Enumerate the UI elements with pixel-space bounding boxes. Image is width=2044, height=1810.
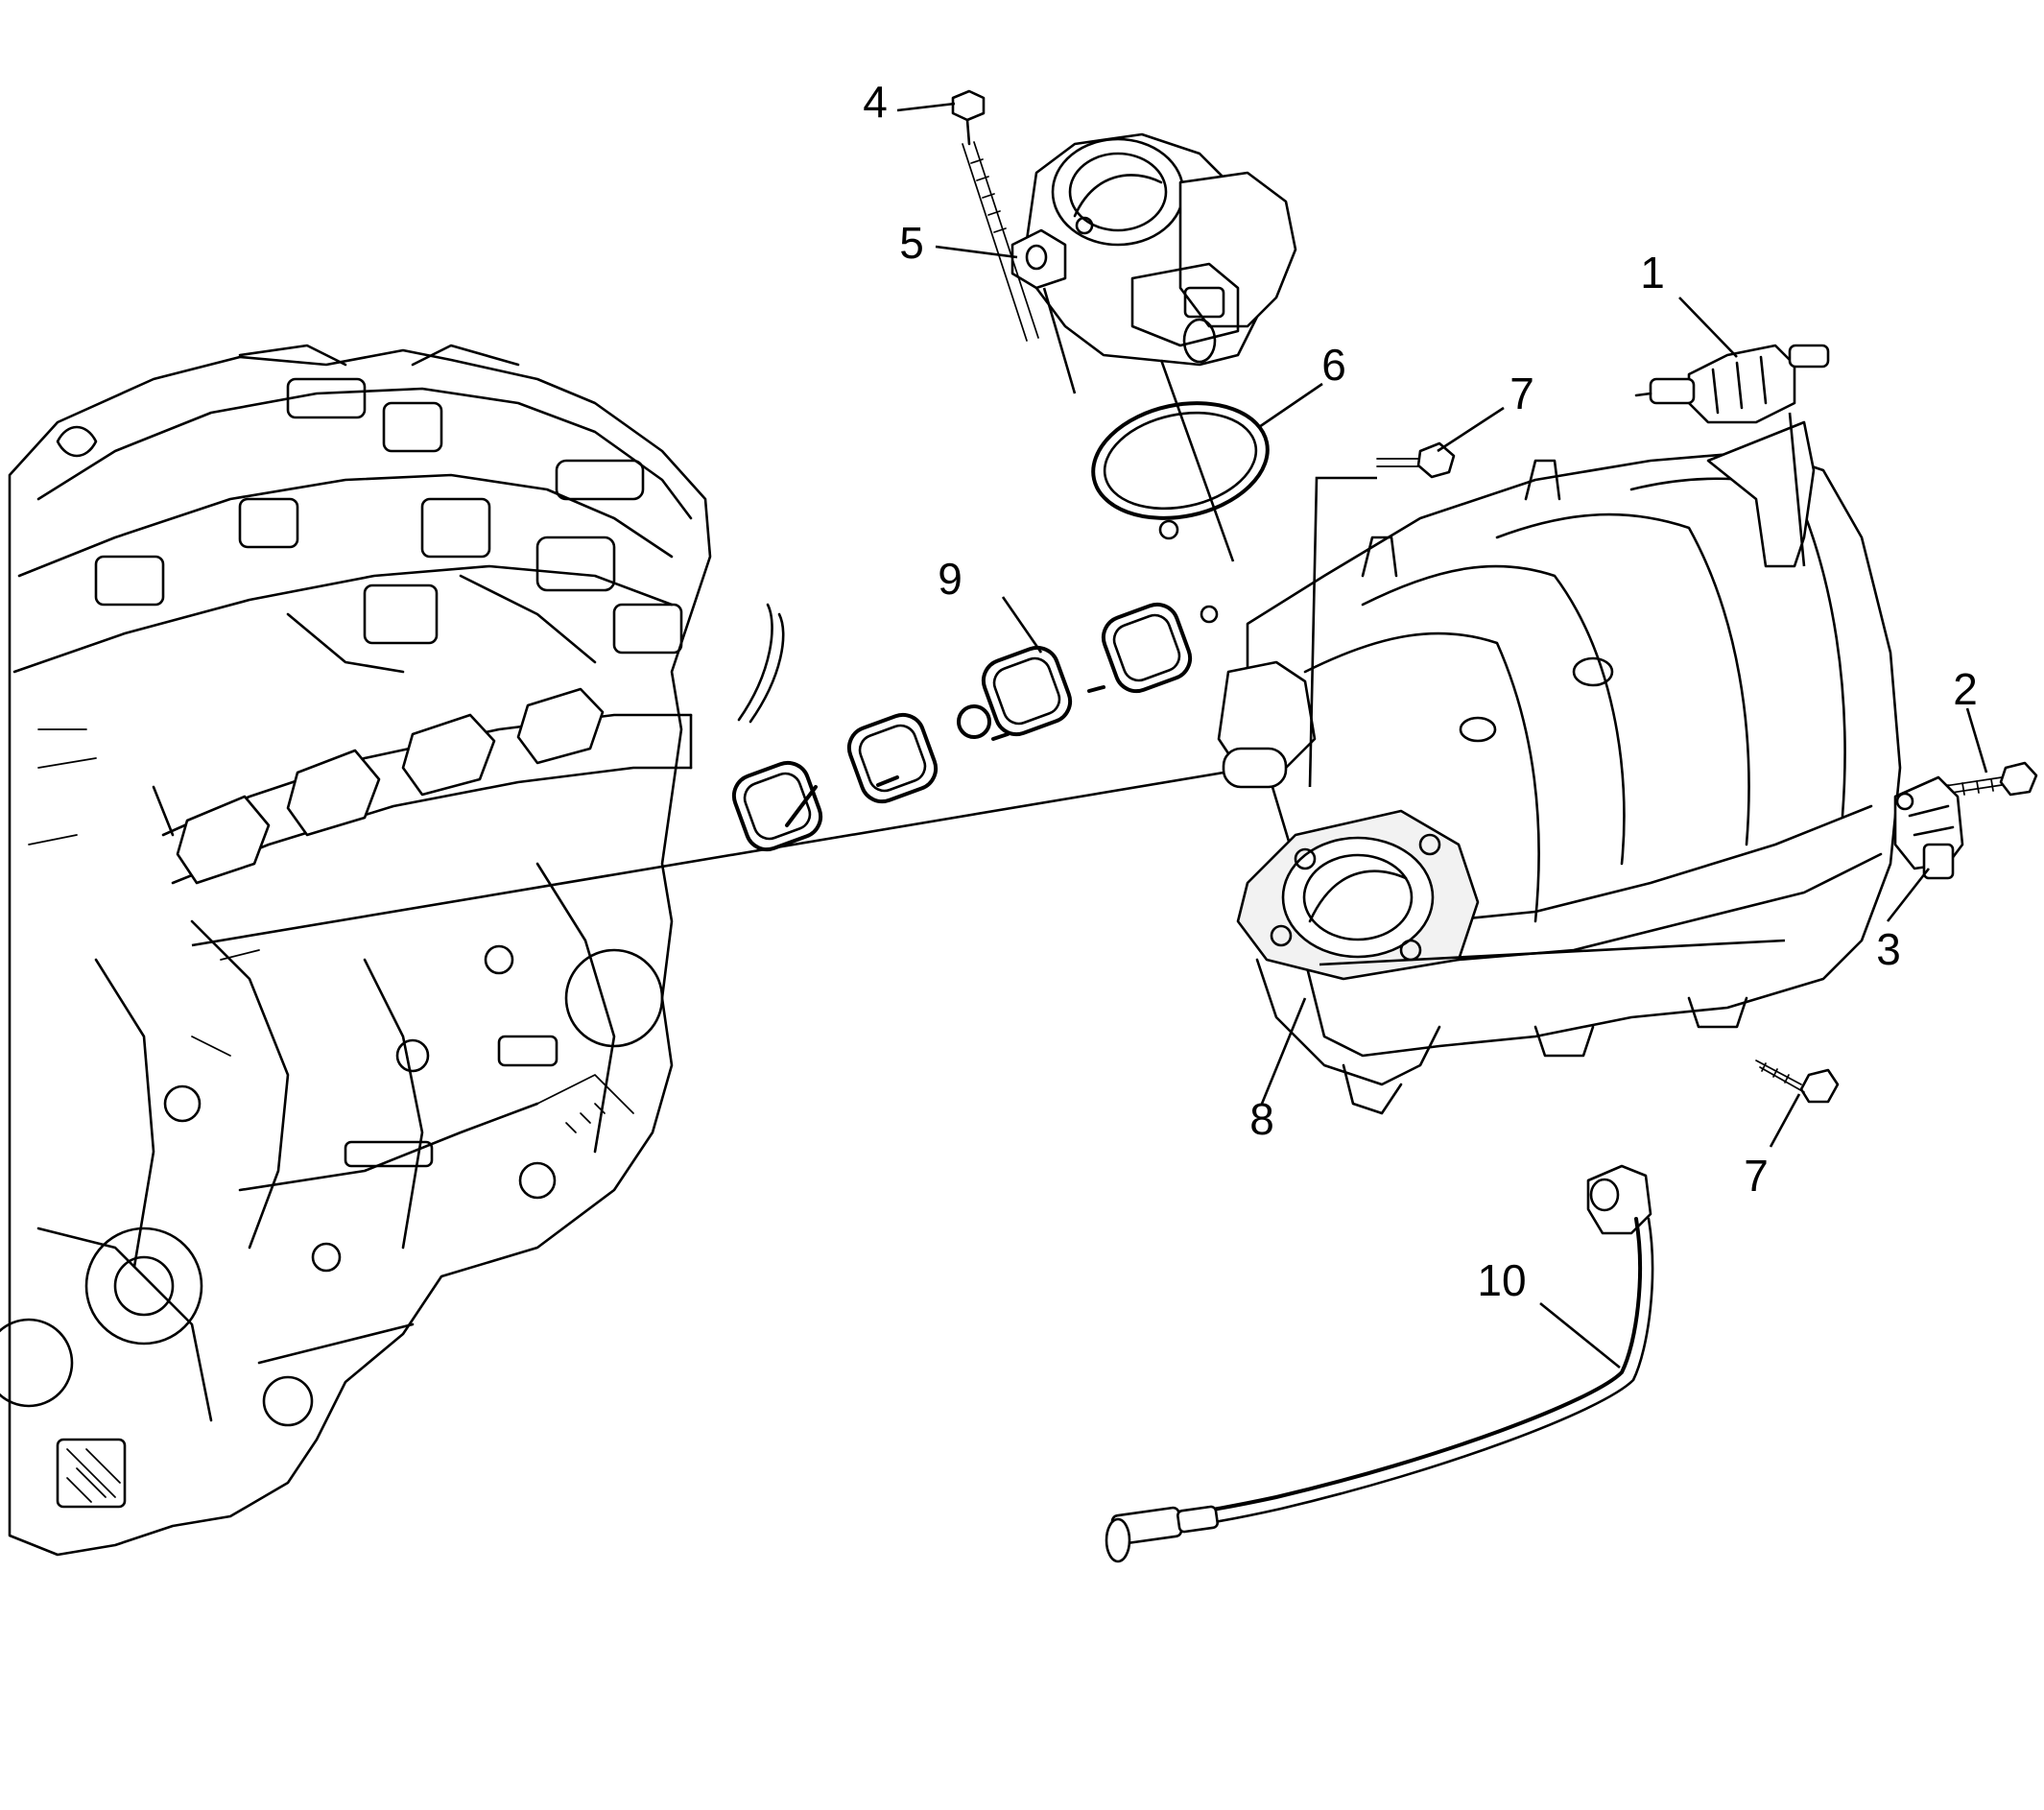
callout-8: 8 xyxy=(1249,1094,1274,1144)
callout-labels: 1 2 3 4 5 6 7 7 8 9 10 xyxy=(863,77,1978,1305)
alignment-lines xyxy=(191,287,1806,966)
bolt-item-7-lower xyxy=(1755,1060,1840,1104)
pipe-item-10 xyxy=(1105,1164,1654,1563)
callout-9: 9 xyxy=(938,554,963,604)
callout-10: 10 xyxy=(1477,1255,1526,1305)
intake-manifold xyxy=(1217,420,1902,1115)
callout-2: 2 xyxy=(1953,664,1978,714)
callout-7-upper: 7 xyxy=(1509,369,1534,418)
solenoid-item-1 xyxy=(1634,344,1830,424)
throttle-body xyxy=(1010,132,1297,367)
callout-7-lower: 7 xyxy=(1744,1151,1769,1201)
callout-6: 6 xyxy=(1321,340,1346,390)
bolt-item-4 xyxy=(951,89,1039,342)
throttle-body-seal xyxy=(1091,401,1270,540)
callout-3: 3 xyxy=(1876,924,1901,974)
intake-manifold-gasket xyxy=(731,602,1219,852)
sensor-item-3 xyxy=(1893,775,1964,880)
engine-block xyxy=(0,344,785,1557)
callout-leaders xyxy=(896,102,1988,1369)
callout-4: 4 xyxy=(863,77,888,127)
bolt-item-7-upper xyxy=(1376,441,1456,479)
callout-5: 5 xyxy=(899,218,924,268)
callout-1: 1 xyxy=(1640,248,1665,298)
